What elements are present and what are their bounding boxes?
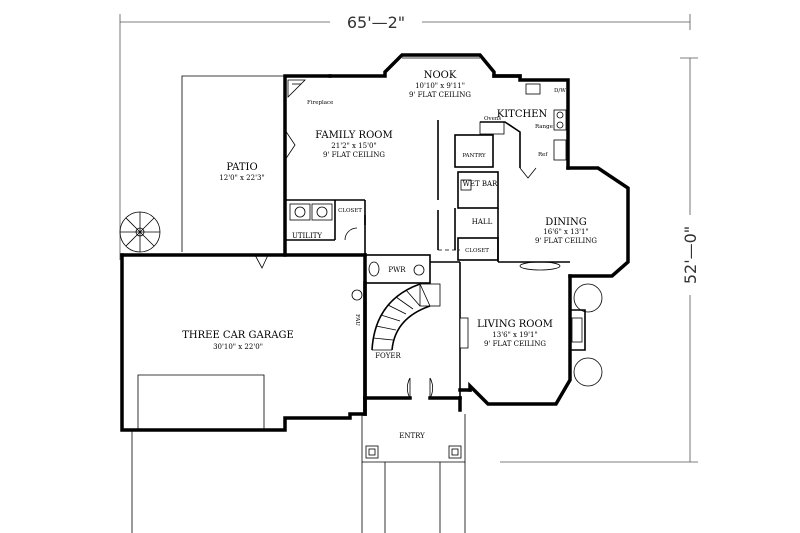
entry-name: ENTRY [399, 432, 425, 440]
family-room-ceiling: 9' FLAT CEILING [323, 151, 385, 159]
patio-outline [181, 75, 285, 252]
hall-name: HALL [472, 218, 493, 226]
staircase-icon [371, 283, 441, 351]
interior-walls [285, 120, 570, 400]
dining-size: 16'6" x 13'1" [543, 228, 588, 236]
garage-doors [131, 374, 265, 533]
garage-name: THREE CAR GARAGE [182, 330, 294, 341]
pwr-name: PWR [388, 266, 406, 274]
patio-size: 12'0" x 22'3" [219, 174, 264, 182]
foyer-name: FOYER [375, 352, 401, 360]
living-room-ceiling: 9' FLAT CEILING [484, 340, 546, 348]
closet-utility-name: CLOSET [338, 208, 362, 214]
ovens-label: Ovens [484, 116, 501, 122]
width-dimension: 65'—2" [347, 13, 405, 32]
door-swings [254, 129, 537, 399]
dashed-lines [364, 200, 461, 320]
room-labels: NOOK 10'10" x 9'11" 9' FLAT CEILING KITC… [182, 70, 597, 440]
nook-size: 10'10" x 9'11" [415, 82, 465, 90]
wet-bar-name: WET BAR [463, 180, 498, 188]
nook-name: NOOK [424, 70, 457, 81]
kitchen-name: KITCHEN [497, 109, 548, 120]
fireplace-label: Fireplace [307, 100, 333, 106]
pantry-name: PANTRY [462, 153, 486, 159]
nook-ceiling: 9' FLAT CEILING [409, 91, 471, 99]
patio-name: PATIO [226, 162, 257, 173]
dining-name: DINING [545, 217, 586, 228]
ref-label: Ref [538, 152, 548, 158]
closet-hall-name: CLOSET [465, 248, 489, 254]
living-room-size: 13'6" x 19'1" [492, 331, 537, 339]
fixture-labels: Fireplace Ovens Range Ref D/W FAU [307, 88, 566, 326]
family-room-size: 21'2" x 15'0" [331, 142, 376, 150]
living-room-name: LIVING ROOM [477, 319, 553, 330]
fixtures [287, 57, 603, 387]
depth-dimension: 52'—0" [681, 226, 700, 284]
dimension-lines [119, 14, 698, 463]
dining-ceiling: 9' FLAT CEILING [535, 237, 597, 245]
spiral-stair-icon [119, 211, 161, 253]
range-label: Range [535, 124, 553, 130]
garage-size: 30'10" x 22'0" [213, 343, 263, 351]
utility-name: UTILITY [292, 232, 322, 240]
fau-label: FAU [354, 314, 360, 326]
dw-label: D/W [554, 88, 566, 94]
family-room-name: FAMILY ROOM [315, 130, 392, 141]
entry-porch [361, 414, 466, 533]
